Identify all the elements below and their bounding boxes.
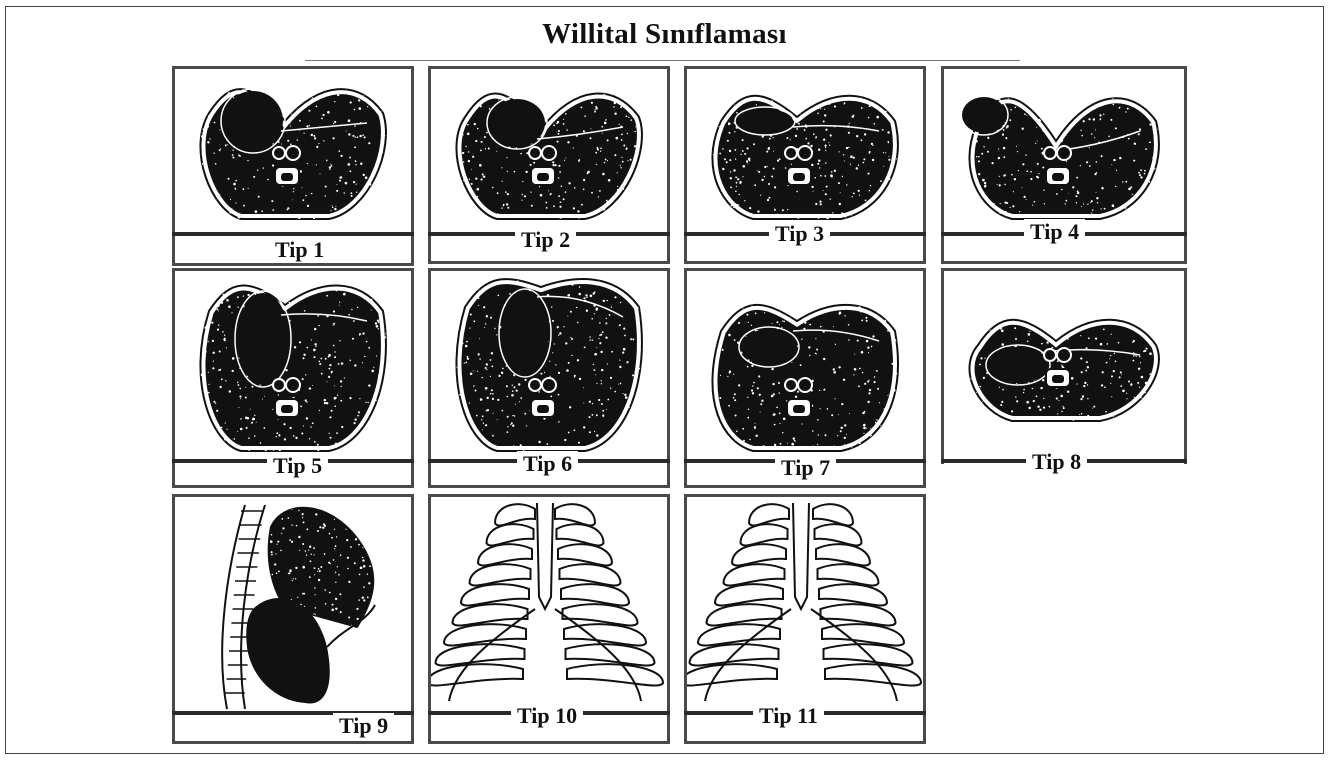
panel-tip-5: Tip 5 [172, 268, 414, 488]
rib [821, 604, 896, 625]
rib [431, 664, 523, 685]
rib [813, 504, 853, 525]
rib [687, 664, 777, 685]
rib [715, 584, 783, 605]
rib [560, 564, 621, 585]
panel-tip-11: Tip 11 [684, 494, 926, 744]
panel-label-tip-3: Tip 3 [769, 221, 830, 247]
panel-label-tip-1: Tip 1 [269, 237, 330, 263]
panel-label-tip-5: Tip 5 [267, 453, 328, 479]
rib [564, 624, 646, 645]
rib [461, 584, 529, 605]
panel-tip-9: Tip 9 [172, 494, 414, 744]
rib [819, 584, 887, 605]
panel-tip-2: Tip 2 [428, 66, 670, 264]
panel-label-tip-9: Tip 9 [333, 713, 394, 739]
rib [732, 544, 786, 565]
rib [749, 504, 789, 525]
sternum [537, 503, 553, 609]
panel-tip-4: Tip 4 [941, 66, 1187, 264]
panel-label-tip-2: Tip 2 [515, 227, 576, 253]
panel-tip-7: Tip 7 [684, 268, 926, 488]
rib [567, 664, 663, 685]
panel-tip-3: Tip 3 [684, 66, 926, 264]
panel-label-tip-6: Tip 6 [517, 451, 578, 477]
rib [555, 504, 595, 525]
panel-label-tip-10: Tip 10 [511, 703, 583, 729]
panel-tip-8: Tip 8 [941, 268, 1187, 464]
thorax-outline [200, 285, 385, 451]
rib [561, 584, 629, 605]
rib [724, 564, 785, 585]
rib [707, 604, 782, 625]
figure-title: Willital Sınıflaması [0, 18, 1329, 51]
rib [436, 644, 525, 665]
rib [444, 624, 526, 645]
rib [487, 524, 534, 545]
panel-tip-6: Tip 6 [428, 268, 670, 488]
rib [816, 544, 870, 565]
panel-label-tip-11: Tip 11 [753, 703, 824, 729]
rib [566, 644, 655, 665]
sternum [793, 503, 809, 609]
panel-label-tip-8: Tip 8 [1026, 449, 1087, 475]
rib [741, 524, 788, 545]
rib [557, 524, 604, 545]
rib [495, 504, 535, 525]
rib [470, 564, 531, 585]
rib [825, 664, 921, 685]
panel-tip-1: Tip 1 [172, 66, 414, 266]
title-underline [305, 60, 1020, 61]
rib [818, 564, 879, 585]
thorax-outline [456, 279, 641, 451]
panel-tip-10: Tip 10 [428, 494, 670, 744]
rib [478, 544, 532, 565]
panel-label-tip-4: Tip 4 [1024, 219, 1085, 245]
panel-label-tip-7: Tip 7 [775, 455, 836, 481]
rib [822, 624, 904, 645]
axial-chest-illustration [944, 271, 1184, 464]
rib [558, 544, 612, 565]
lateral-chest-illustration [175, 497, 411, 741]
axial-chest-illustration [687, 271, 923, 485]
rib [698, 624, 780, 645]
rib [815, 524, 862, 545]
